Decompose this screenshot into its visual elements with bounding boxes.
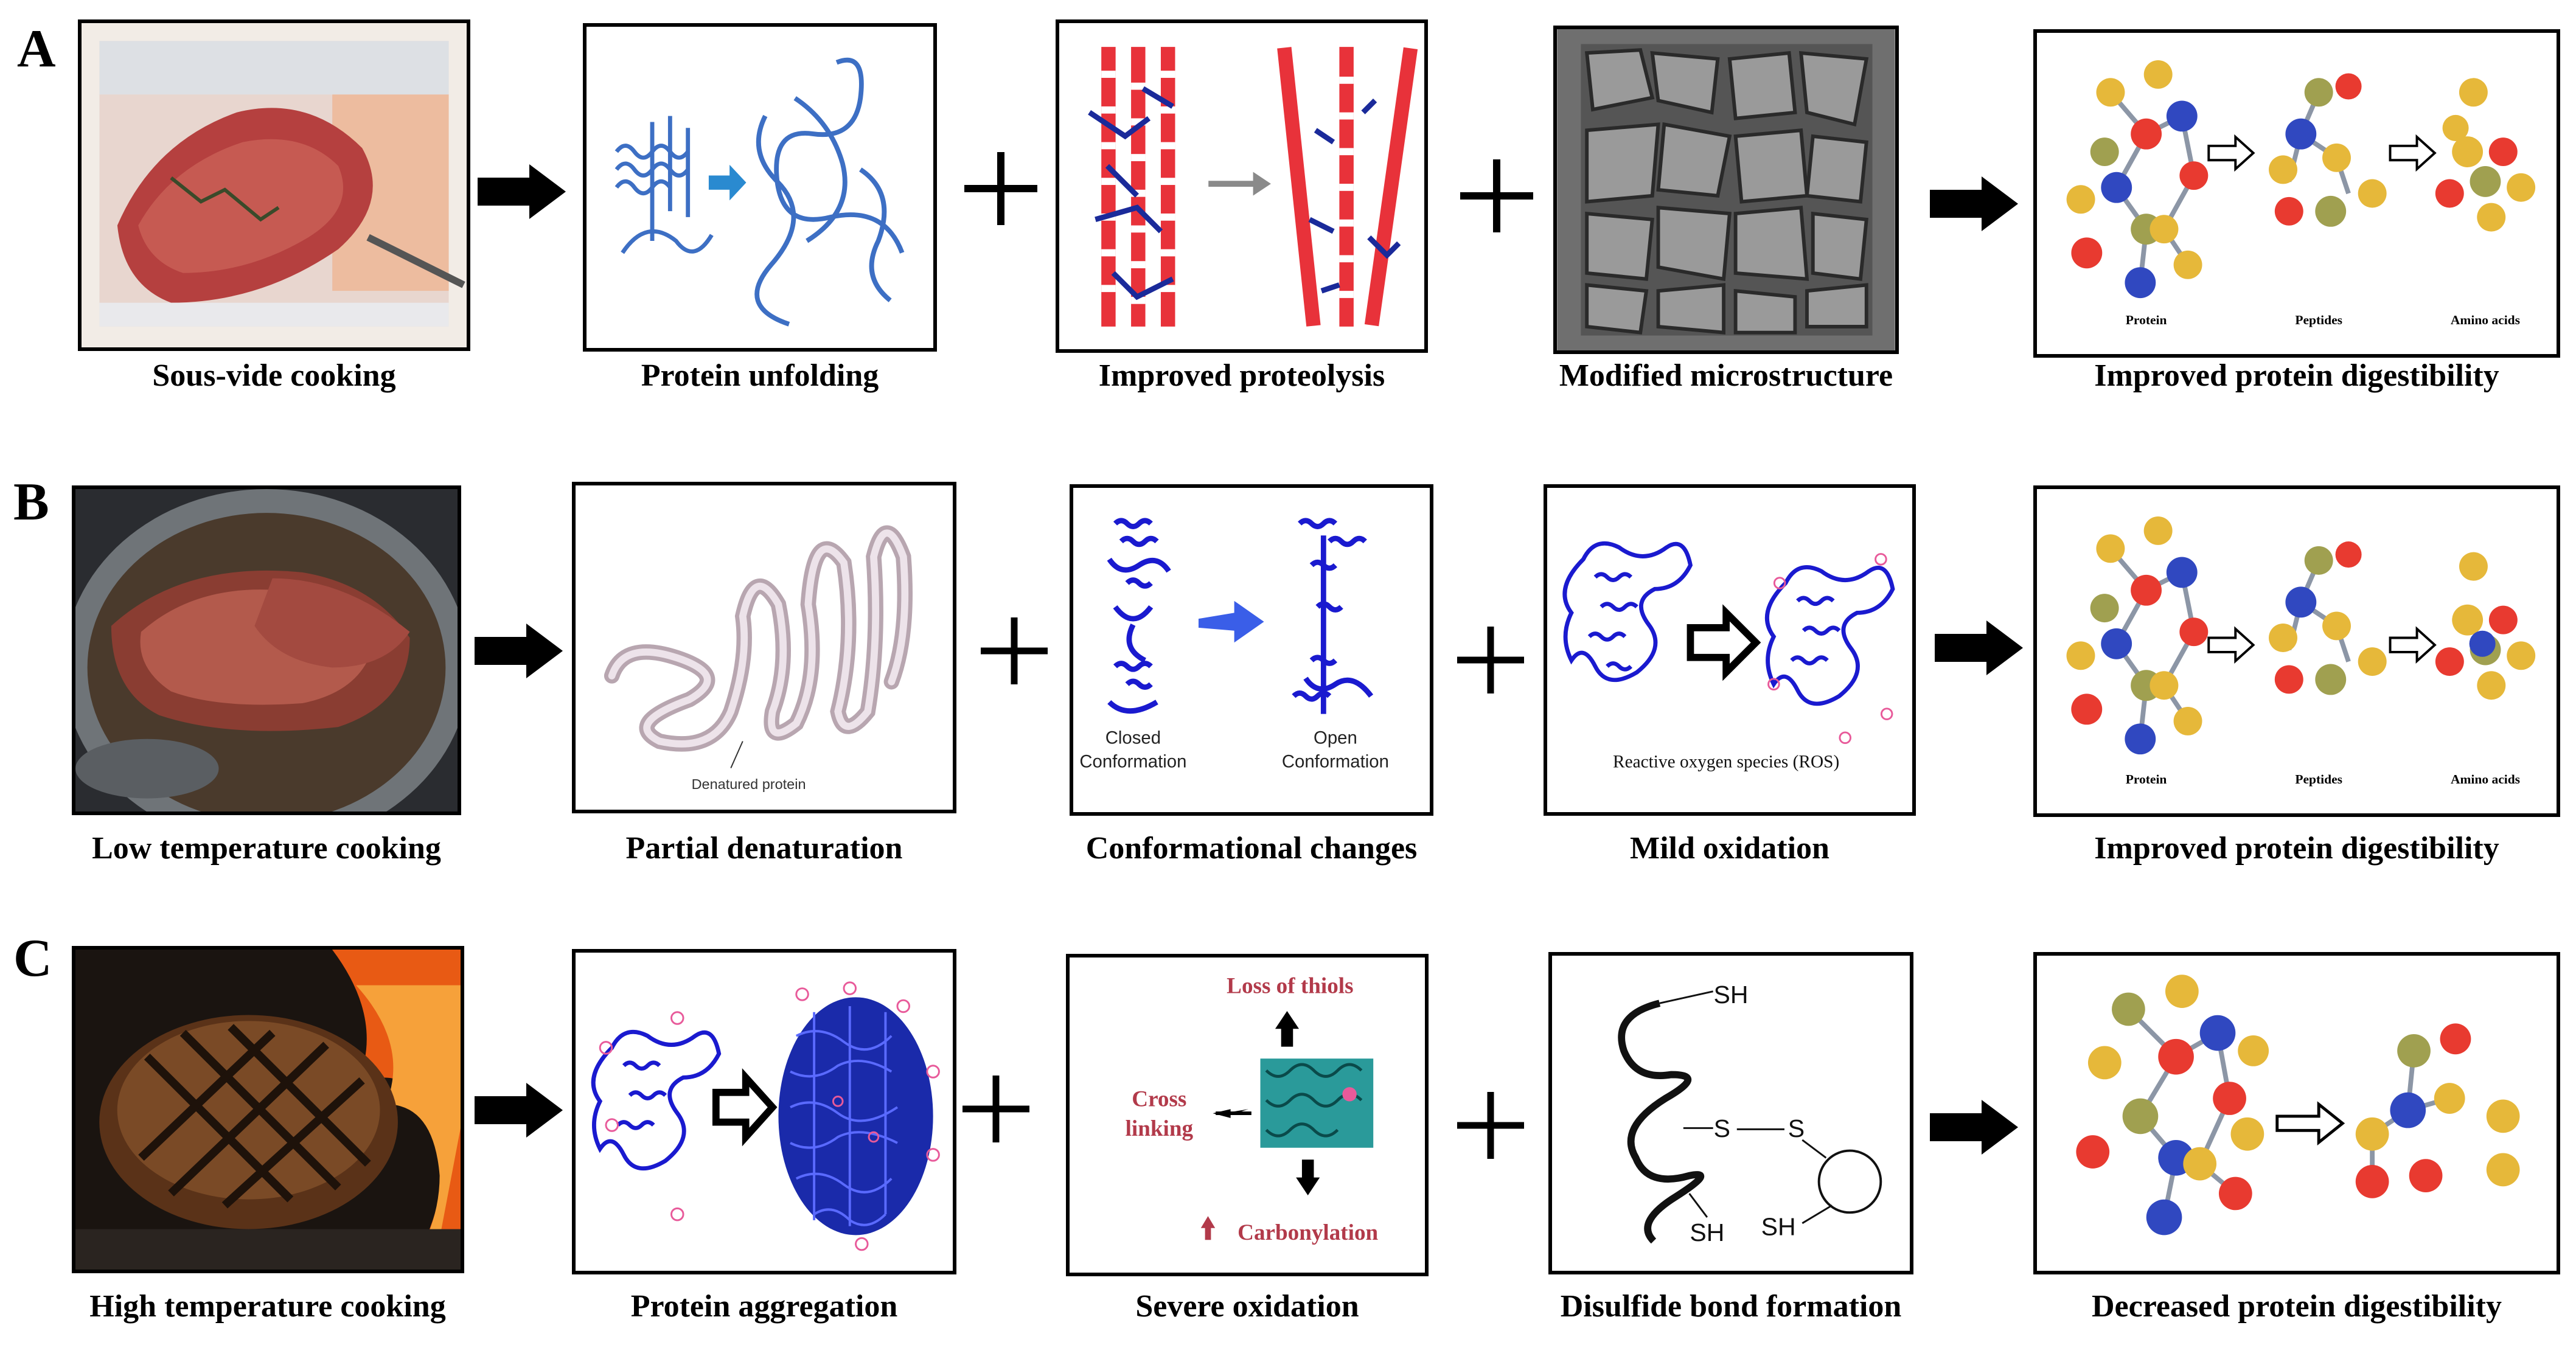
caption-protein-unfolding: Protein unfolding xyxy=(641,358,879,393)
plus-icon xyxy=(963,1076,1029,1142)
decreased-digestibility-diagram xyxy=(2033,952,2560,1274)
label-amino-acids: Amino acids xyxy=(2451,772,2520,787)
right-arrow-icon xyxy=(1930,176,2018,231)
label-s-left: S xyxy=(1714,1114,1730,1142)
caption-protein-aggregation: Protein aggregation xyxy=(630,1289,898,1324)
conformational-changes-diagram: Closed Conformation Open Conformation xyxy=(1070,484,1433,816)
row-letter-a: A xyxy=(17,19,56,78)
caption-disulfide-bond-formation: Disulfide bond formation xyxy=(1560,1289,1902,1324)
label-ros: Reactive oxygen species (ROS) xyxy=(1613,752,1839,772)
label-protein: Protein xyxy=(2126,313,2167,327)
label-sh-right: SH xyxy=(1761,1212,1796,1240)
caption-severe-oxidation: Severe oxidation xyxy=(1135,1289,1359,1324)
caption-decreased-digestibility: Decreased protein digestibility xyxy=(2091,1289,2502,1324)
caption-improved-digestibility-a: Improved protein digestibility xyxy=(2094,358,2499,393)
caption-partial-denaturation: Partial denaturation xyxy=(625,831,903,866)
label-denatured-protein: Denatured protein xyxy=(692,776,806,792)
severe-oxidation-diagram: Loss of thiols Cross linking Carbonylati… xyxy=(1066,954,1429,1276)
caption-modified-microstructure: Modified microstructure xyxy=(1559,358,1893,393)
label-carbonylation: Carbonylation xyxy=(1238,1220,1378,1245)
label-cross: Cross xyxy=(1132,1086,1186,1111)
label-closed-conformation: Conformation xyxy=(1079,752,1186,772)
row-letter-c: C xyxy=(13,929,52,988)
caption-high-temperature-cooking: High temperature cooking xyxy=(89,1289,446,1324)
plus-icon xyxy=(964,152,1037,225)
caption-improved-proteolysis: Improved proteolysis xyxy=(1098,358,1385,393)
right-arrow-icon xyxy=(475,624,563,678)
right-arrow-icon xyxy=(475,1083,563,1138)
plus-icon xyxy=(1457,627,1524,693)
proteolysis-diagram xyxy=(1056,19,1428,353)
low-temperature-cooking-image xyxy=(72,485,461,815)
label-open-conformation: Conformation xyxy=(1282,752,1389,772)
protein-digestibility-diagram-b: Protein Peptides Amino acids xyxy=(2033,485,2560,817)
label-linking: linking xyxy=(1126,1116,1194,1141)
label-peptides: Peptides xyxy=(2295,313,2342,327)
caption-conformational-changes: Conformational changes xyxy=(1085,831,1418,866)
partial-denaturation-diagram: Denatured protein xyxy=(572,482,956,813)
caption-mild-oxidation: Mild oxidation xyxy=(1630,831,1829,866)
label-peptides: Peptides xyxy=(2295,772,2342,787)
plus-icon xyxy=(1460,159,1533,232)
disulfide-bond-diagram: SH S S SH SH xyxy=(1548,952,1913,1274)
high-temperature-cooking-image xyxy=(72,946,464,1273)
row-letter-b: B xyxy=(13,473,49,532)
label-s-right: S xyxy=(1788,1114,1805,1142)
microstructure-image xyxy=(1553,26,1899,354)
label-protein: Protein xyxy=(2126,772,2167,787)
caption-improved-digestibility-b: Improved protein digestibility xyxy=(2094,831,2499,866)
mild-oxidation-diagram: Reactive oxygen species (ROS) xyxy=(1544,484,1916,816)
label-loss-of-thiols: Loss of thiols xyxy=(1227,974,1353,999)
plus-icon xyxy=(1457,1092,1524,1159)
sous-vide-image xyxy=(78,19,470,351)
caption-low-temperature-cooking: Low temperature cooking xyxy=(92,831,441,866)
label-sh-bottom: SH xyxy=(1690,1218,1724,1246)
label-open: Open xyxy=(1314,728,1357,748)
protein-aggregation-diagram xyxy=(572,949,956,1274)
right-arrow-icon xyxy=(478,164,566,219)
label-amino-acids: Amino acids xyxy=(2451,313,2520,327)
protein-digestibility-diagram: Protein Peptides Amino acids xyxy=(2033,29,2560,358)
label-closed: Closed xyxy=(1105,728,1161,748)
right-arrow-icon xyxy=(1935,620,2023,675)
caption-sous-vide: Sous-vide cooking xyxy=(152,358,396,393)
right-arrow-icon xyxy=(1930,1100,2018,1155)
protein-unfolding-diagram xyxy=(583,23,937,352)
plus-icon xyxy=(981,617,1048,684)
label-sh-top: SH xyxy=(1714,981,1749,1009)
